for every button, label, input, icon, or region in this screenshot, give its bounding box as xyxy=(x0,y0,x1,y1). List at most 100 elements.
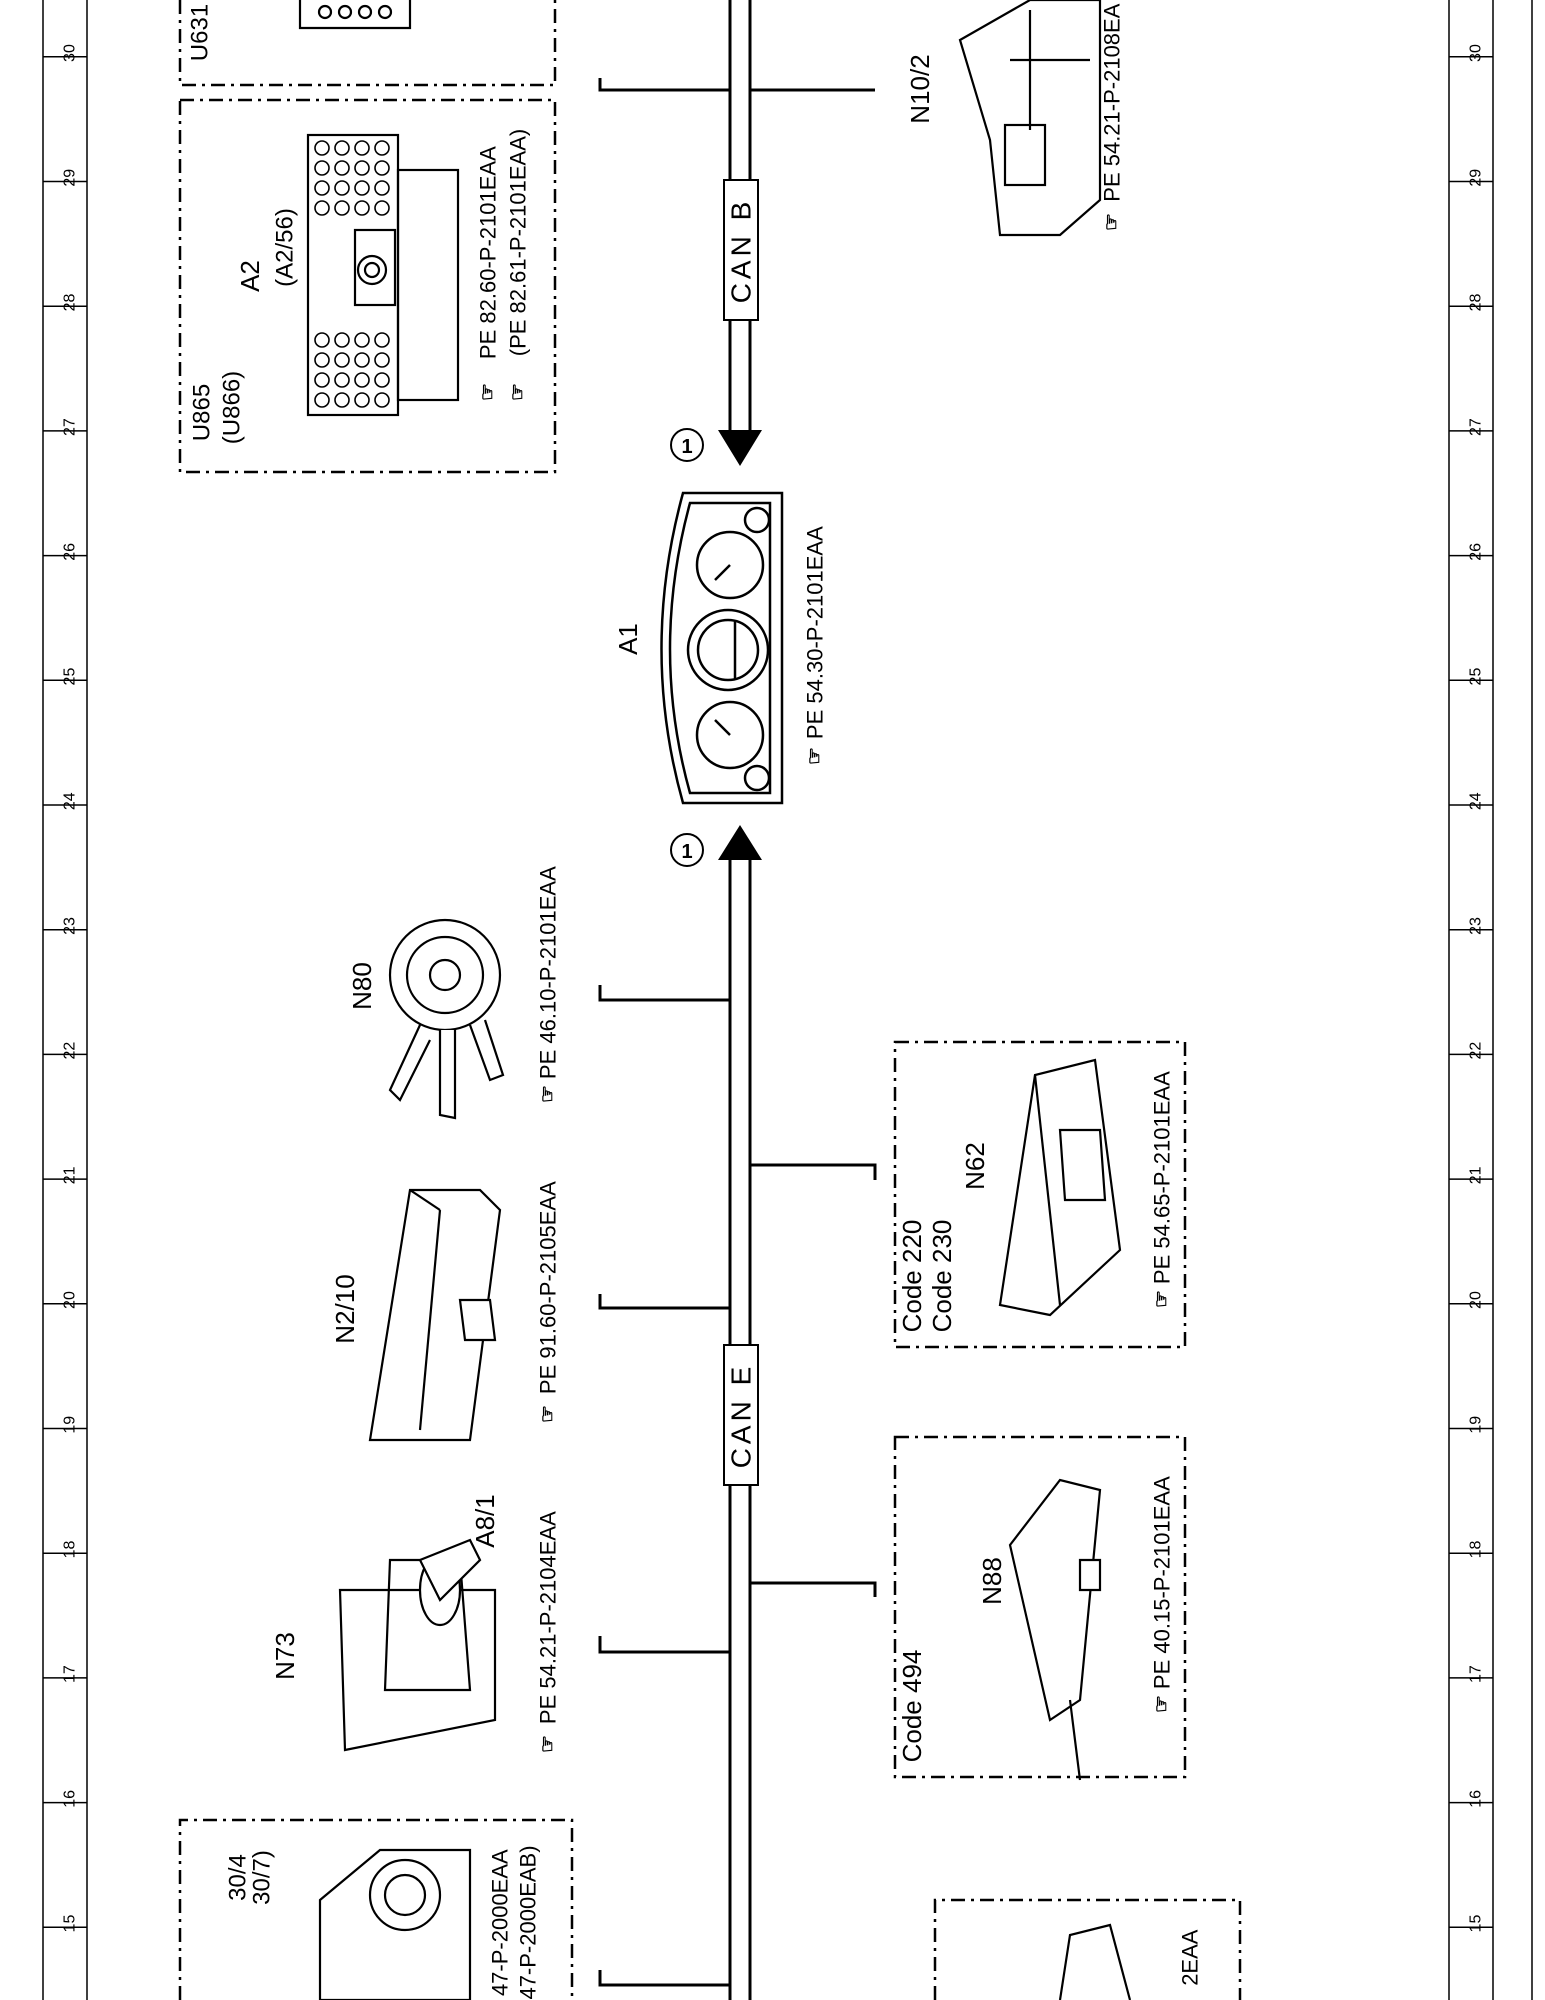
radio-buttons xyxy=(314,140,390,408)
radio-button-icon xyxy=(354,392,370,408)
parktronic-module-icon xyxy=(998,1058,1122,1317)
radio-button-icon xyxy=(334,140,350,156)
radio-button-icon xyxy=(354,372,370,388)
hand-pointer-icon: ☞ xyxy=(477,383,499,401)
n2-10-ref: PE 91.60-P-2105EAA xyxy=(536,1181,561,1394)
marker-label: 1 xyxy=(681,841,692,863)
a2-ref-alt: (PE 82.61-P-2101EAA) xyxy=(506,129,531,356)
grid-number: 16 xyxy=(1468,1790,1485,1808)
sam-module-icon xyxy=(958,0,1102,237)
grid-number: 30 xyxy=(1468,44,1485,62)
grid-number: 20 xyxy=(1468,1291,1485,1309)
n88-label: N88 xyxy=(977,1557,1007,1605)
radio-button-icon xyxy=(314,372,330,388)
radio-button-icon xyxy=(354,160,370,176)
radio-button-icon xyxy=(314,392,330,408)
hand-pointer-icon: ☞ xyxy=(804,747,826,765)
radio-button-icon xyxy=(334,200,350,216)
radio-button-icon xyxy=(314,160,330,176)
bus-label-can-b: CAN B xyxy=(726,198,757,304)
grid-number: 15 xyxy=(62,1915,79,1933)
radio-button-icon xyxy=(334,160,350,176)
radio-button-icon xyxy=(374,332,390,348)
radio-button-icon xyxy=(314,200,330,216)
hand-pointer-icon: ☞ xyxy=(1101,213,1123,231)
radio-button-icon xyxy=(314,180,330,196)
hand-pointer-icon: ☞ xyxy=(537,1405,559,1423)
module-icon xyxy=(298,0,412,30)
partial-ref: 2EAA xyxy=(1178,1929,1203,1986)
radio-button-icon xyxy=(334,180,350,196)
grid-number: 15 xyxy=(1468,1915,1485,1933)
grid-number: 19 xyxy=(1468,1416,1485,1434)
hand-pointer-icon: ☞ xyxy=(1151,1695,1173,1713)
grid-number: 22 xyxy=(1468,1042,1485,1060)
grid-number: 24 xyxy=(62,792,79,810)
hand-pointer-icon: ☞ xyxy=(507,383,529,401)
radio-button-icon xyxy=(354,200,370,216)
a2-ref: PE 82.60-P-2101EAA xyxy=(476,146,501,359)
n62-label: N62 xyxy=(960,1142,990,1190)
grid-number: 26 xyxy=(62,543,79,561)
n30-4-ref-alt: 47-P-2000EAB) xyxy=(516,1845,541,1999)
grid-number: 29 xyxy=(1468,169,1485,187)
radio-button-icon xyxy=(374,392,390,408)
n88-code: Code 494 xyxy=(897,1650,927,1763)
radio-button-icon xyxy=(334,332,350,348)
grid-number: 17 xyxy=(62,1665,79,1683)
a2-box-code: U865 xyxy=(189,384,216,441)
a1-ref: PE 54.30-P-2101EAA xyxy=(803,526,828,739)
grid-number: 27 xyxy=(1468,418,1485,436)
n73-ref: PE 54.21-P-2104EAA xyxy=(536,1511,561,1724)
option-boxes xyxy=(178,0,1242,2000)
grid-number: 20 xyxy=(62,1291,79,1309)
radio-button-icon xyxy=(334,352,350,368)
n62-code: Code 220 xyxy=(897,1220,927,1333)
hand-pointer-icon: ☞ xyxy=(537,1735,559,1753)
radio-button-icon xyxy=(314,352,330,368)
tire-pressure-module-icon xyxy=(1008,1478,1102,1781)
grid-number: 26 xyxy=(1468,543,1485,561)
arrow-down-icon xyxy=(718,430,762,466)
radio-button-icon xyxy=(334,392,350,408)
marker-label: 1 xyxy=(681,436,692,458)
radio-button-icon xyxy=(374,160,390,176)
grid-number: 21 xyxy=(1468,1166,1485,1184)
grid-number: 24 xyxy=(1468,792,1485,810)
a1-label: A1 xyxy=(613,623,643,655)
n62-code: Code 230 xyxy=(927,1220,957,1333)
esp-module-icon xyxy=(318,1848,472,2000)
a2-label-alt: (A2/56) xyxy=(272,208,299,287)
grid-number: 19 xyxy=(62,1416,79,1434)
radio-button-icon xyxy=(314,332,330,348)
hand-pointer-icon: ☞ xyxy=(537,1085,559,1103)
grid-number: 16 xyxy=(62,1790,79,1808)
grid-number: 17 xyxy=(1468,1665,1485,1683)
radio-button-icon xyxy=(354,332,370,348)
instrument-cluster-icon xyxy=(660,491,784,805)
grid-number: 25 xyxy=(62,668,79,686)
n10-2-ref: PE 54.21-P-2108EA xyxy=(1100,3,1125,201)
n30-4-label: 30/4 xyxy=(225,1854,252,1901)
n30-4-ref: 47-P-2000EAA xyxy=(488,1849,513,1996)
arrow-up-icon xyxy=(718,825,762,860)
grid-number: 28 xyxy=(62,293,79,311)
n80-ref: PE 46.10-P-2101EAA xyxy=(536,866,561,1079)
grid-number: 23 xyxy=(1468,917,1485,935)
grid-number: 21 xyxy=(62,1166,79,1184)
hand-pointer-icon: ☞ xyxy=(1151,1290,1173,1308)
a2-label: A2 xyxy=(235,260,265,292)
radio-button-icon xyxy=(374,200,390,216)
grid-number: 25 xyxy=(1468,668,1485,686)
grid-number: 30 xyxy=(62,44,79,62)
n80-label: N80 xyxy=(347,962,377,1010)
a2-box-code-alt: (U866) xyxy=(219,371,246,444)
a8-1-label: A8/1 xyxy=(470,1494,500,1548)
n30-4-label-alt: 30/7) xyxy=(249,1850,276,1905)
radio-button-icon xyxy=(354,352,370,368)
u631-code: U631 xyxy=(187,4,214,61)
bus-label-can-e: CAN E xyxy=(726,1363,757,1469)
grid-number: 23 xyxy=(62,917,79,935)
